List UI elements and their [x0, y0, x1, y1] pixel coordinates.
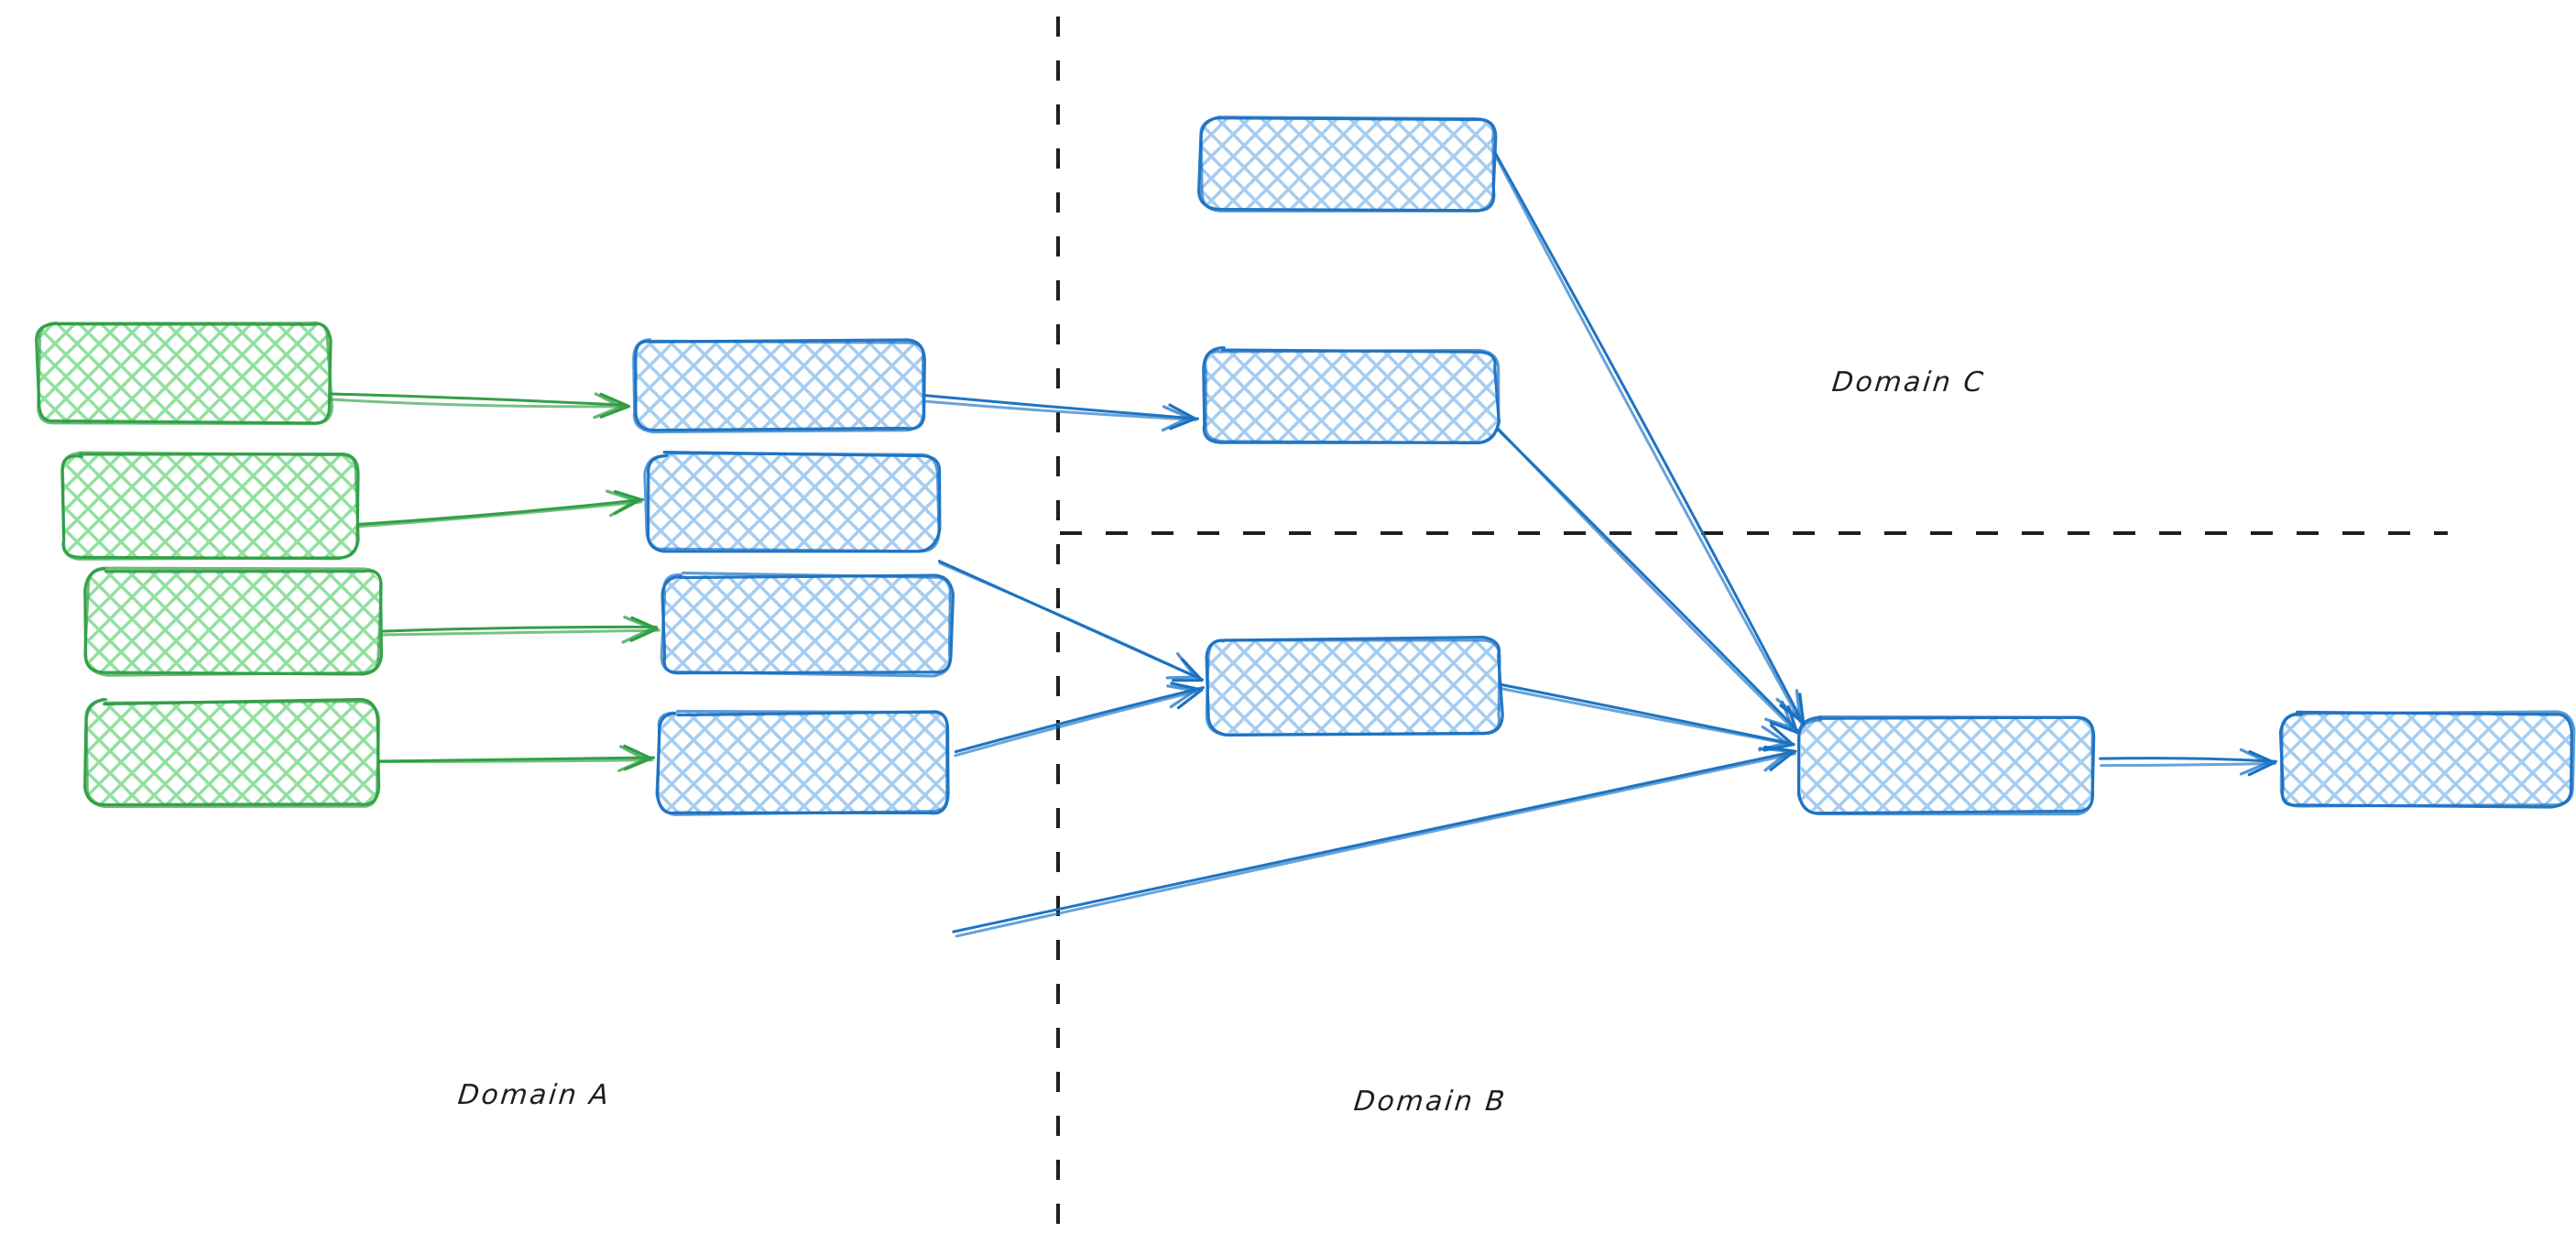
node-fill [87, 570, 380, 674]
edge-b1-c2[interactable] [923, 394, 1199, 432]
arrow-shaft [954, 688, 1204, 758]
arrow-head [629, 616, 659, 642]
arrow-shaft [379, 625, 658, 633]
node-outline [83, 566, 383, 677]
node-outline [660, 571, 953, 678]
node-d1[interactable] [1796, 715, 2098, 816]
node-a4[interactable] [82, 697, 382, 810]
node-a3[interactable] [83, 566, 384, 678]
node-b2[interactable] [643, 451, 942, 553]
node-outline [2279, 710, 2576, 808]
node-outline [37, 321, 333, 426]
node-fill [1801, 718, 2094, 812]
node-outline [1796, 715, 2094, 816]
arrow-shaft [327, 398, 630, 409]
arrow-shaft [377, 758, 654, 763]
arrow-head [2247, 750, 2276, 777]
divider-layer [1056, 16, 2448, 1239]
arrow-shaft [952, 749, 1797, 933]
arrow-head [617, 745, 647, 772]
arrow-shaft [924, 394, 1199, 420]
node-fill [62, 454, 357, 559]
node-b1[interactable] [630, 337, 927, 434]
edge-b3-c3[interactable] [954, 682, 1205, 758]
arrow-shaft [326, 392, 628, 407]
node-layer [35, 115, 2576, 817]
node-fill [1207, 639, 1501, 733]
node-fill [38, 322, 330, 423]
arrow-shaft [2100, 761, 2277, 768]
edge-a2-b2[interactable] [356, 489, 645, 529]
arrow-shaft [1500, 687, 1796, 747]
node-outline [1199, 115, 1495, 213]
node-fill [663, 575, 951, 674]
arrow-shaft [1492, 150, 1804, 726]
arrow-head [1769, 705, 1799, 734]
arrow-shaft [2099, 757, 2277, 763]
domain-b-label: Domain B [1352, 1086, 1509, 1118]
node-fill [1204, 350, 1497, 442]
node-d2[interactable] [2277, 709, 2576, 810]
domain-a-label: Domain A [456, 1079, 613, 1111]
node-c2[interactable] [1200, 345, 1501, 445]
arrow-shaft [357, 500, 643, 529]
arrow-shaft [954, 686, 1205, 754]
node-b3[interactable] [660, 571, 955, 678]
arrow-head [606, 489, 638, 518]
arrow-shaft [938, 562, 1203, 681]
arrow-head [621, 616, 654, 644]
arrow-head [1161, 405, 1191, 432]
node-outline [60, 451, 360, 561]
node-outline [1204, 348, 1501, 445]
arrow-shaft [356, 497, 645, 526]
arrow-shaft [923, 399, 1197, 421]
node-fill [2281, 713, 2572, 806]
arrow-head [593, 392, 623, 420]
edge-layer [326, 148, 2277, 938]
node-b4[interactable] [654, 709, 953, 817]
node-fill [647, 454, 938, 550]
node-outline [632, 338, 925, 434]
arrow-head [1758, 725, 1788, 752]
edge-c2-d1[interactable] [1494, 426, 1801, 735]
edge-a3-b3[interactable] [379, 616, 660, 644]
arrow-head [1168, 403, 1197, 431]
node-fill [87, 702, 378, 806]
arrow-head [1170, 682, 1204, 710]
node-outline [655, 709, 949, 816]
arrow-head [1165, 651, 1197, 680]
edge-a4-b4[interactable] [377, 744, 656, 772]
edge-d1-d2[interactable] [2099, 748, 2277, 777]
arrow-shaft [1495, 426, 1799, 735]
edge-b4-d1[interactable] [952, 745, 1797, 938]
domain-c-label: Domain C [1830, 366, 1987, 398]
node-a1[interactable] [35, 319, 333, 427]
arrow-head [2239, 748, 2270, 776]
node-c1[interactable] [1196, 115, 1499, 213]
arrow-shaft [955, 752, 1797, 938]
edge-b2-c3[interactable] [937, 560, 1204, 682]
node-outline [84, 698, 381, 809]
edge-c3-d1[interactable] [1500, 682, 1796, 752]
edge-a1-b1[interactable] [326, 392, 631, 420]
arrow-head [599, 392, 631, 419]
node-fill [634, 341, 923, 431]
arrow-head [1763, 700, 1795, 730]
arrow-shaft [380, 628, 660, 637]
node-c3[interactable] [1204, 635, 1504, 737]
edge-c1-d1[interactable] [1492, 148, 1806, 726]
arrow-shaft [1492, 148, 1806, 726]
arrow-head [1166, 684, 1197, 709]
node-outline [1205, 638, 1501, 737]
arrow-head [1763, 724, 1795, 752]
node-fill [658, 713, 949, 813]
node-a2[interactable] [59, 451, 361, 562]
node-outline [643, 452, 941, 553]
node-fill [1200, 119, 1495, 209]
